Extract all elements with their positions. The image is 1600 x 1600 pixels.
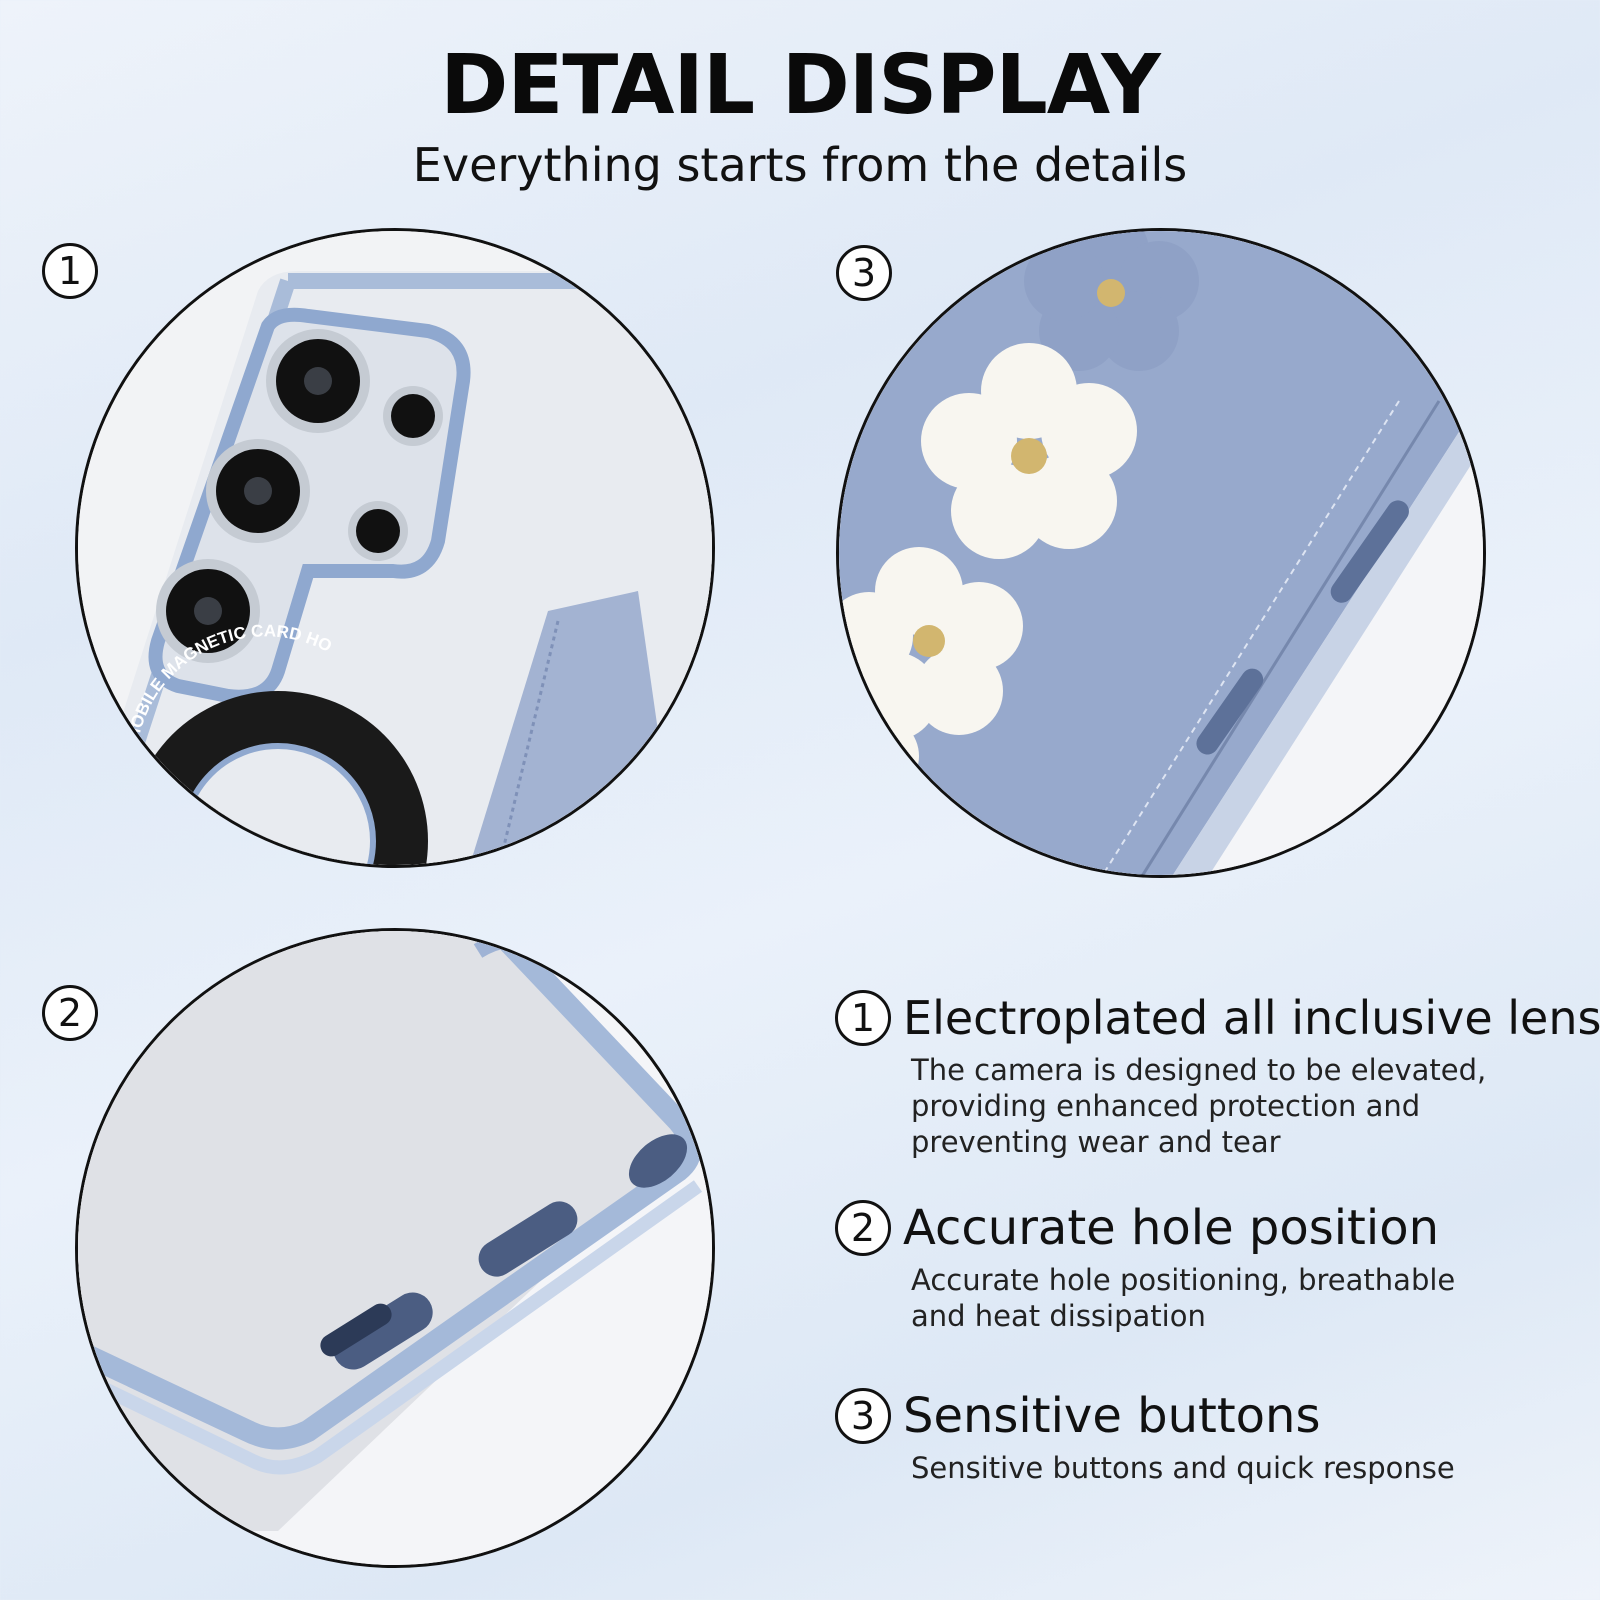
feature-2-description: Accurate hole positioning, breathable an… <box>911 1263 1456 1333</box>
feature-1: 1 Electroplated all inclusive lens The c… <box>835 990 1600 1160</box>
camera-lens-detail-image: WITH MOBILE MAGNETIC CARD HO <box>75 228 715 868</box>
page-subtitle: Everything starts from the details <box>412 138 1188 192</box>
side-buttons-detail-image <box>836 228 1486 878</box>
feature-2-number: 2 <box>835 1200 891 1256</box>
flower-2 <box>921 343 1137 559</box>
feature-3-title: Sensitive buttons <box>903 1388 1321 1444</box>
marker-2: 2 <box>42 985 98 1041</box>
feature-1-title: Electroplated all inclusive lens <box>903 991 1600 1045</box>
feature-1-number: 1 <box>835 990 891 1046</box>
hole-position-detail-image <box>75 928 715 1568</box>
feature-2: 2 Accurate hole position Accurate hole p… <box>835 1200 1491 1334</box>
feature-2-title: Accurate hole position <box>903 1200 1439 1256</box>
feature-3-description: Sensitive buttons and quick response <box>911 1451 1455 1485</box>
flower-1 <box>1024 231 1199 371</box>
feature-3: 3 Sensitive buttons Sensitive buttons an… <box>835 1388 1491 1486</box>
feature-3-number: 3 <box>835 1388 891 1444</box>
page-title: DETAIL DISPLAY <box>440 38 1160 133</box>
marker-3: 3 <box>836 245 892 301</box>
flower-3 <box>839 547 1023 740</box>
feature-1-description: The camera is designed to be elevated, p… <box>911 1053 1487 1159</box>
marker-1: 1 <box>42 243 98 299</box>
